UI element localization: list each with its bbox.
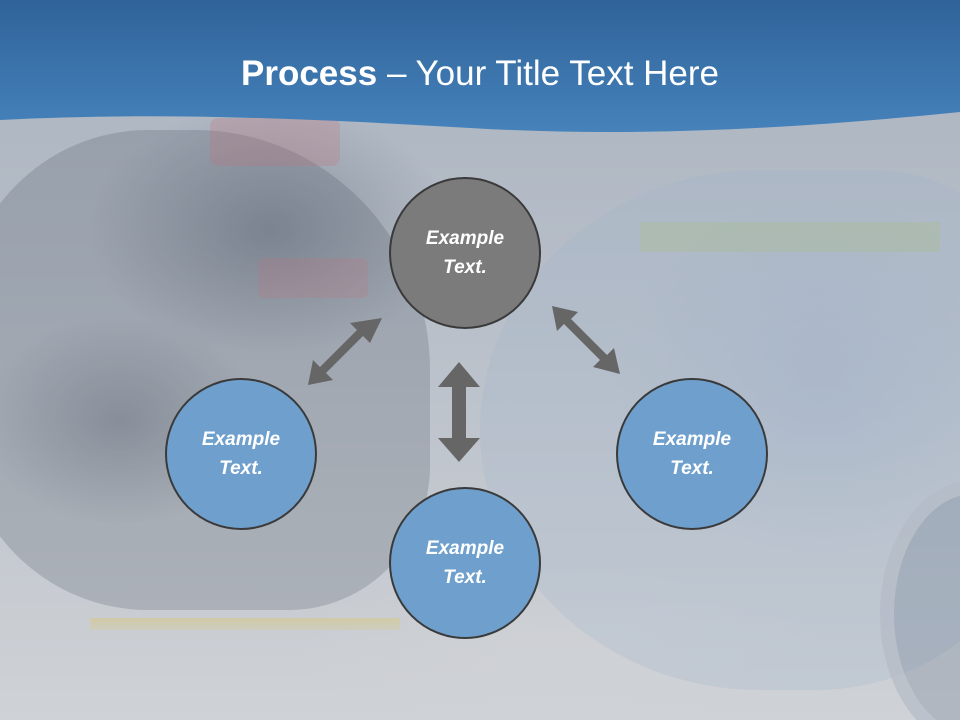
- double-arrow-icon: [552, 306, 620, 374]
- background-hedge: [640, 222, 940, 252]
- node-label: Example Text.: [201, 429, 281, 479]
- title-rest: – Your Title Text Here: [377, 54, 719, 93]
- background-tail-light: [210, 118, 340, 166]
- background-tail-light-lower: [258, 258, 368, 298]
- header-band: [0, 0, 960, 140]
- title-bold: Process: [241, 54, 378, 93]
- page-title: Process – Your Title Text Here: [0, 52, 960, 96]
- double-arrow-icon: [438, 362, 480, 462]
- process-node-left: Example Text.: [165, 378, 317, 530]
- node-label: Example Text.: [425, 228, 505, 278]
- process-node-center: Example Text.: [389, 177, 541, 329]
- background-road-line: [90, 618, 400, 630]
- process-node-right: Example Text.: [616, 378, 768, 530]
- double-arrow-icon: [308, 318, 382, 385]
- process-node-bottom: Example Text.: [389, 487, 541, 639]
- node-label: Example Text.: [652, 429, 732, 479]
- node-label: Example Text.: [425, 538, 505, 588]
- background-car-left: [0, 130, 430, 610]
